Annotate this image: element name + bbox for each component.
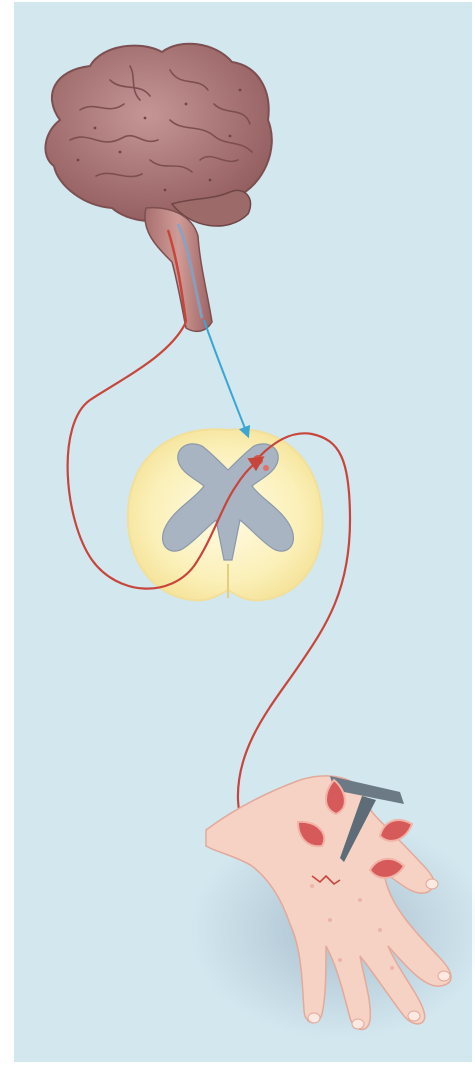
spinal-cord-icon: [128, 429, 323, 600]
